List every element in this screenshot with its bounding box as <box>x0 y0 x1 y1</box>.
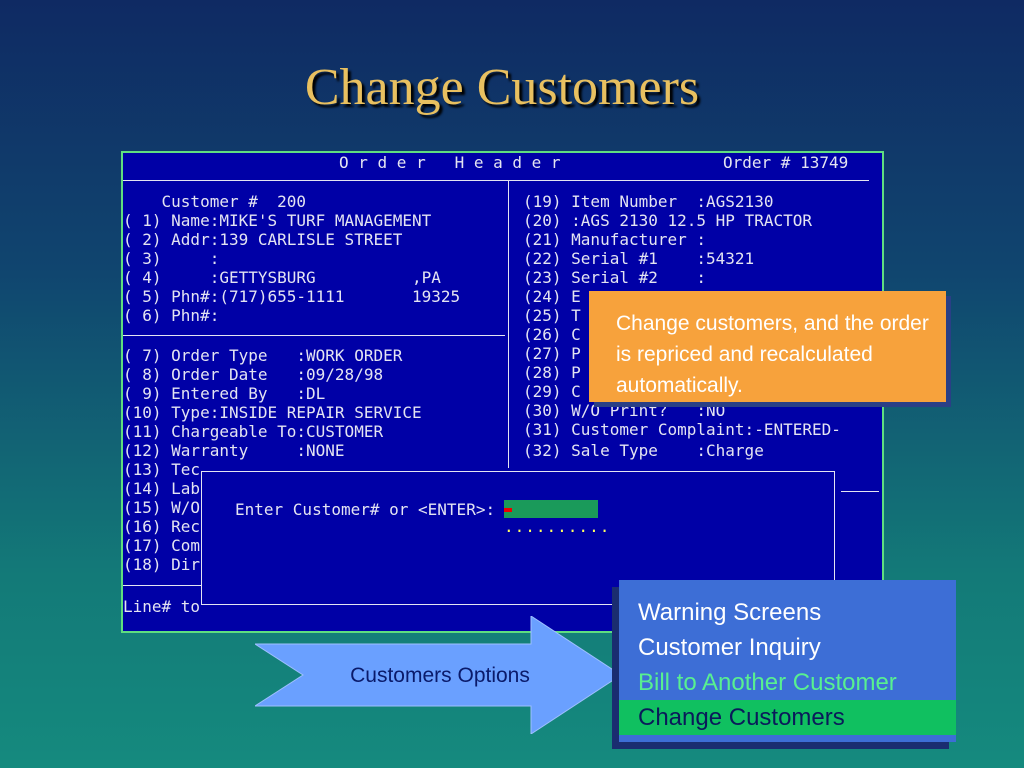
field-line[interactable]: (27) P <box>523 344 581 363</box>
field-line[interactable]: ( 8) Order Date :09/28/98 <box>123 365 384 384</box>
order-number: Order # 13749 <box>723 153 849 172</box>
field-line[interactable]: (25) T <box>523 306 581 325</box>
field-line[interactable]: (22) Serial #1 :54321 <box>523 249 755 268</box>
field-line[interactable]: ( 5) Phn#:(717)655-1111 19325 <box>123 287 461 306</box>
field-line[interactable]: (11) Chargeable To:CUSTOMER <box>123 422 384 441</box>
field-line: Customer # 200 <box>123 192 307 211</box>
field-line[interactable]: (10) Type:INSIDE REPAIR SERVICE <box>123 403 422 422</box>
slide-title: Change Customers <box>304 59 700 116</box>
menu-item-bill-to-another-customer[interactable]: Bill to Another Customer <box>638 669 897 696</box>
customer-entry-dialog: Enter Customer# or <ENTER>: .......... <box>201 471 835 605</box>
right-arrow-icon <box>255 616 622 734</box>
field-line[interactable]: ( 6) Phn#: <box>123 306 220 325</box>
field-line[interactable]: (31) Customer Complaint:-ENTERED- <box>523 420 841 439</box>
dialog-prompt: Enter Customer# or <ENTER>: <box>235 500 496 519</box>
field-line[interactable]: (12) Warranty :NONE <box>123 441 345 460</box>
field-line[interactable]: (14) Lab <box>123 479 201 498</box>
field-line[interactable]: (30) W/O Print? :NO <box>523 401 726 420</box>
field-line[interactable]: (15) W/O <box>123 498 201 517</box>
footer-divider <box>123 585 203 586</box>
terminal-title: O r d e r H e a d e r <box>339 153 561 172</box>
field-line[interactable]: ( 7) Order Type :WORK ORDER <box>123 346 403 365</box>
section-divider <box>123 335 505 336</box>
menu-item-change-customers[interactable]: Change Customers <box>619 700 956 735</box>
field-line[interactable]: (16) Rec <box>123 517 201 536</box>
text-cursor <box>504 507 512 512</box>
field-line[interactable]: (17) Com <box>123 536 201 555</box>
column-divider <box>508 181 509 468</box>
field-line[interactable]: (32) Sale Type :Charge <box>523 441 764 460</box>
input-placeholder-dots: .......... <box>504 517 611 536</box>
field-line[interactable]: (19) Item Number :AGS2130 <box>523 192 774 211</box>
customers-options-menu: Warning Screens Customer Inquiry Bill to… <box>619 580 956 742</box>
field-line[interactable]: ( 4) :GETTYSBURG ,PA <box>123 268 441 287</box>
header-divider <box>123 180 869 181</box>
field-line[interactable]: (26) C <box>523 325 581 344</box>
menu-item-warning-screens[interactable]: Warning Screens <box>638 599 822 626</box>
field-line[interactable]: (23) Serial #2 : <box>523 268 707 287</box>
right-divider <box>841 491 879 492</box>
customer-number-input[interactable]: .......... <box>504 500 609 536</box>
field-line[interactable]: (18) Dir <box>123 555 201 574</box>
field-line[interactable]: (20) :AGS 2130 12.5 HP TRACTOR <box>523 211 812 230</box>
field-line[interactable]: ( 9) Entered By :DL <box>123 384 326 403</box>
field-line[interactable]: ( 2) Addr:139 CARLISLE STREET <box>123 230 403 249</box>
footer-prompt: Line# to <box>123 597 201 616</box>
field-line[interactable]: ( 1) Name:MIKE'S TURF MANAGEMENT <box>123 211 432 230</box>
field-line[interactable]: (13) Tec <box>123 460 201 479</box>
field-line[interactable]: (21) Manufacturer : <box>523 230 707 249</box>
callout-text: Change customers, and the order is repri… <box>616 312 929 397</box>
menu-item-customer-inquiry[interactable]: Customer Inquiry <box>638 634 821 661</box>
field-line[interactable]: ( 3) : <box>123 249 220 268</box>
customers-options-label: Customers Options <box>350 664 530 687</box>
field-line[interactable]: (28) P <box>523 363 581 382</box>
field-line[interactable]: (24) E <box>523 287 581 306</box>
field-line[interactable]: (29) C <box>523 382 581 401</box>
info-callout: Change customers, and the order is repri… <box>589 291 946 402</box>
